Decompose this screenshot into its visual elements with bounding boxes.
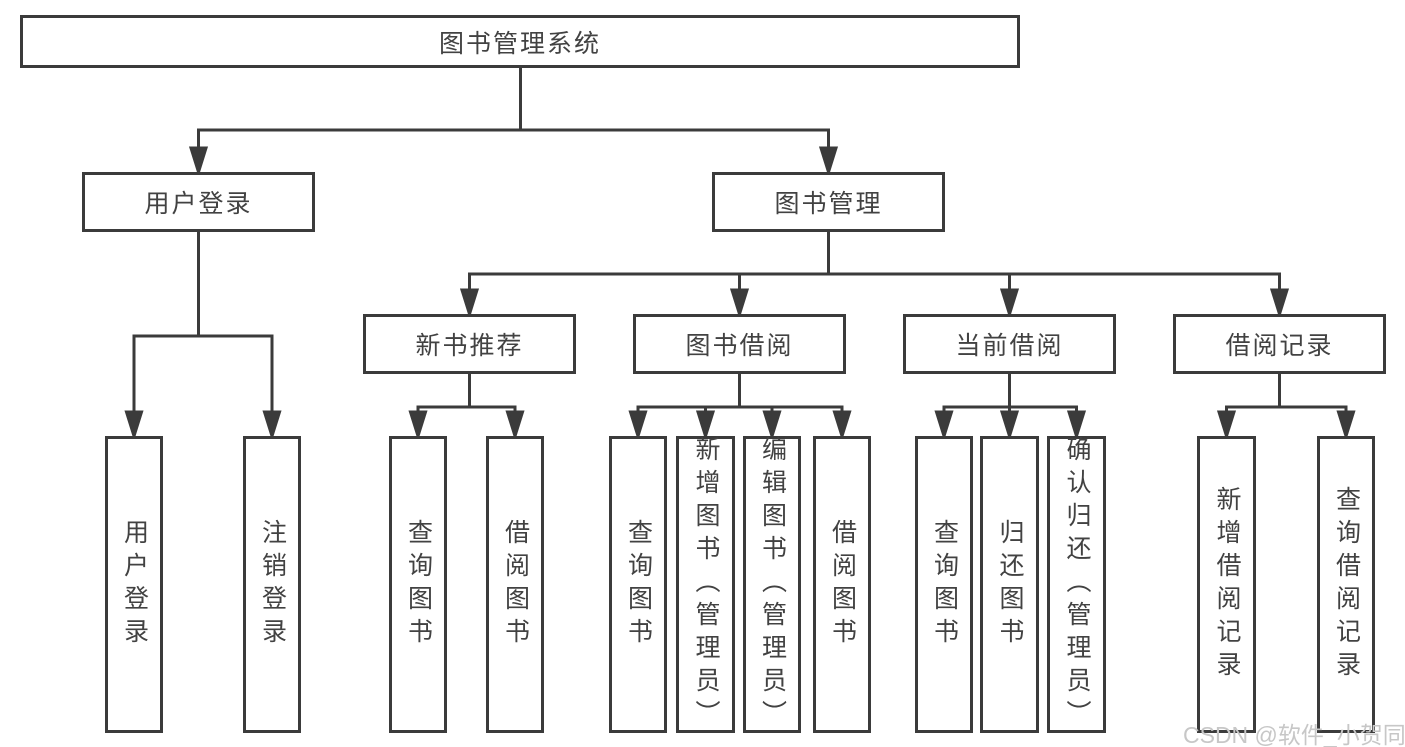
node-label: 新书推荐 bbox=[415, 332, 524, 360]
leaf-add-borrow-record: 新增借阅记录 bbox=[1197, 436, 1256, 733]
node-current-borrow: 当前借阅 bbox=[903, 314, 1116, 374]
leaf-query-books-1: 查询图书 bbox=[389, 436, 447, 733]
leaf-edit-book-admin: 编辑图书（管理员） bbox=[743, 436, 801, 733]
leaf-borrow-books-2: 借阅图书 bbox=[813, 436, 871, 733]
leaf-query-books-3: 查询图书 bbox=[915, 436, 973, 733]
node-new-book-recommend: 新书推荐 bbox=[363, 314, 576, 374]
node-label: 新增图书（管理员） bbox=[692, 436, 720, 733]
node-label: 借阅图书 bbox=[501, 518, 530, 651]
node-label: 查询图书 bbox=[404, 518, 433, 651]
node-label: 查询图书 bbox=[930, 518, 959, 651]
csdn-watermark: CSDN @软件_小贺同学 bbox=[1183, 722, 1405, 747]
node-label: 归还图书 bbox=[996, 518, 1024, 651]
node-label: 当前借阅 bbox=[955, 332, 1064, 360]
node-label: 用户登录 bbox=[144, 190, 253, 218]
node-label: 图书借阅 bbox=[685, 332, 794, 360]
node-label: 确认归还（管理员） bbox=[1063, 436, 1091, 733]
node-label: 借阅记录 bbox=[1225, 332, 1334, 360]
node-label: 借阅图书 bbox=[828, 518, 857, 651]
leaf-query-books-2: 查询图书 bbox=[609, 436, 667, 733]
leaf-return-books: 归还图书 bbox=[980, 436, 1039, 733]
leaf-user-login: 用户登录 bbox=[105, 436, 163, 733]
node-label: 新增借阅记录 bbox=[1213, 485, 1241, 684]
node-root: 图书管理系统 bbox=[20, 15, 1020, 68]
node-label: 图书管理系统 bbox=[438, 29, 601, 58]
node-label: 注销登录 bbox=[258, 518, 287, 651]
node-label: 用户登录 bbox=[120, 518, 149, 651]
node-book-borrow: 图书借阅 bbox=[633, 314, 846, 374]
node-user-login: 用户登录 bbox=[82, 172, 315, 232]
node-label: 查询借阅记录 bbox=[1332, 485, 1361, 684]
leaf-query-borrow-record: 查询借阅记录 bbox=[1317, 436, 1375, 733]
node-book-management: 图书管理 bbox=[712, 172, 945, 232]
leaf-add-book-admin: 新增图书（管理员） bbox=[676, 436, 735, 733]
leaf-borrow-books-1: 借阅图书 bbox=[486, 436, 544, 733]
leaf-logout: 注销登录 bbox=[243, 436, 301, 733]
node-label: 编辑图书（管理员） bbox=[758, 436, 787, 733]
leaf-confirm-return-admin: 确认归还（管理员） bbox=[1047, 436, 1106, 733]
node-borrow-records: 借阅记录 bbox=[1173, 314, 1386, 374]
node-label: 图书管理 bbox=[774, 190, 883, 218]
node-label: 查询图书 bbox=[624, 518, 653, 651]
